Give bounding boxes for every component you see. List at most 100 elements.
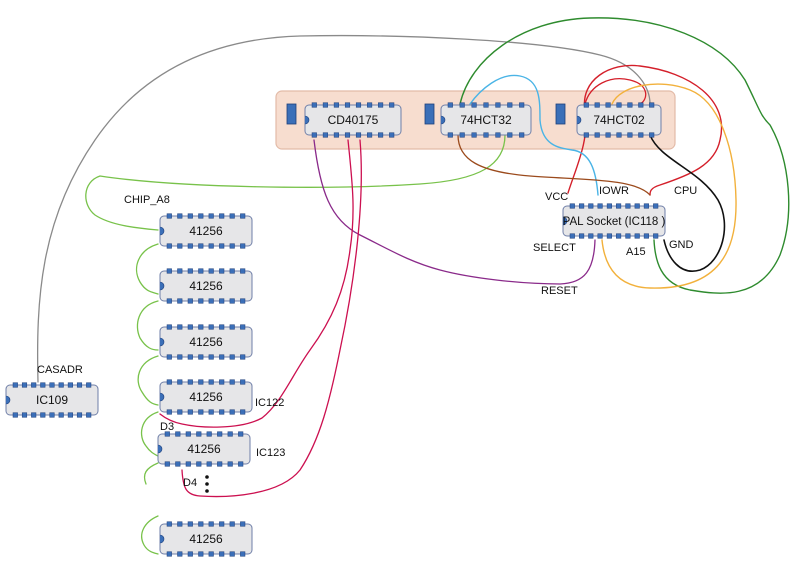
chip-41256-last-bottom-pin	[240, 551, 246, 557]
chip-41256-ic123-notch	[157, 444, 163, 454]
chip-41256-ic122-top-pin	[177, 379, 183, 385]
chip-41256-last-top-pin	[198, 521, 204, 527]
chip-74hct02-bottom-pin	[649, 132, 655, 138]
chip-41256-1-top-pin	[240, 213, 246, 219]
label-ic123: IC123	[256, 447, 285, 459]
chip-ic109-label: IC109	[36, 393, 68, 407]
chip-74hct02-top-pin	[605, 102, 611, 108]
chip-41256-ic122-bottom-pin	[229, 409, 235, 415]
chip-41256-ic123-bottom-pin	[164, 461, 170, 467]
chip-41256-last-label: 41256	[189, 532, 223, 546]
chip-41256-ic123-bottom-pin	[227, 461, 233, 467]
chip-74hct32-bottom-pin	[447, 132, 453, 138]
chip-74hct02: 74HCT02	[576, 102, 662, 138]
chip-74hct32-bottom-pin	[483, 132, 489, 138]
chip-41256-2-bottom-pin	[187, 298, 193, 304]
chip-41256-1-bottom-pin	[198, 243, 204, 249]
chip-pal-socket-bottom-pin	[606, 233, 612, 239]
chip-cd40175-top-pin	[367, 102, 373, 108]
chip-pal-socket-bottom-pin	[588, 233, 594, 239]
chip-41256-ic122-top-pin	[166, 379, 172, 385]
chip-41256-last-bottom-pin	[187, 551, 193, 557]
chip-74hct32-top-pin	[483, 102, 489, 108]
chip-41256-ic122-label: 41256	[189, 390, 223, 404]
chip-41256-1-top-pin	[177, 213, 183, 219]
chip-41256-2-bottom-pin	[208, 298, 214, 304]
chip-cd40175: CD40175	[304, 102, 402, 138]
chip-cd40175-top-pin	[322, 102, 328, 108]
chip-ic109-bottom-pin	[12, 412, 18, 418]
label-iowr: IOWR	[599, 185, 629, 197]
chip-41256-ic123-top-pin	[164, 431, 170, 437]
capacitor-c1	[286, 103, 297, 125]
chip-pal-socket: PAL Socket (IC118 )	[562, 203, 666, 239]
chip-74hct32-top-pin	[447, 102, 453, 108]
wire-ram-loop-3	[137, 355, 159, 406]
chip-41256-ic123-bottom-pin	[175, 461, 181, 467]
chip-41256-last-notch	[159, 534, 165, 544]
chip-41256-2-bottom-pin	[229, 298, 235, 304]
chip-74hct02-top-pin	[627, 102, 633, 108]
chip-cd40175-top-pin	[355, 102, 362, 108]
chip-ic109-top-pin	[67, 382, 73, 388]
chip-41256-1-bottom-pin	[166, 243, 172, 249]
chip-41256-1-bottom-pin	[229, 243, 235, 249]
chip-ic109-top-pin	[58, 382, 64, 388]
chip-74hct32-notch	[440, 115, 446, 125]
wire-ram-loop-4	[140, 411, 159, 457]
chip-41256-2-bottom-pin	[219, 298, 225, 304]
chip-41256-2-top-pin	[166, 268, 172, 274]
chip-pal-socket-bottom-pin	[616, 233, 622, 239]
chip-41256-ic123-bottom-pin	[185, 461, 191, 467]
chip-41256-2-bottom-pin	[198, 298, 204, 304]
chip-41256-3-top-pin	[208, 324, 214, 330]
chip-41256-last-bottom-pin	[198, 551, 204, 557]
chip-41256-last-bottom-pin	[177, 551, 183, 557]
chip-41256-2-label: 41256	[189, 279, 223, 293]
chip-41256-3-bottom-pin	[219, 354, 225, 360]
wire-ram-loop-2	[136, 300, 159, 351]
chip-cd40175-bottom-pin	[344, 132, 351, 138]
chip-ic109-bottom-pin	[67, 412, 73, 418]
chip-74hct02-bottom-pin	[605, 132, 611, 138]
chip-41256-ic123-top-pin	[238, 431, 244, 437]
chip-41256-last-top-pin	[219, 521, 225, 527]
chip-74hct32-bottom-pin	[459, 132, 465, 138]
chip-ic109-top-pin	[40, 382, 46, 388]
chip-41256-3-bottom-pin	[177, 354, 183, 360]
chip-41256-2-top-pin	[208, 268, 214, 274]
chip-41256-ic123-label: 41256	[187, 442, 221, 456]
chip-ic109: IC109	[5, 382, 99, 418]
chip-74hct02-top-pin	[583, 102, 589, 108]
chip-41256-3-top-pin	[240, 324, 246, 330]
label-a15: A15	[626, 246, 646, 258]
chip-41256-ic122-bottom-pin	[219, 409, 225, 415]
chip-41256-ic122: 41256	[159, 379, 253, 415]
chip-cd40175-top-pin	[378, 102, 384, 108]
chip-41256-1-top-pin	[166, 213, 172, 219]
chip-41256-last-top-pin	[166, 521, 172, 527]
chip-ic109-bottom-pin	[58, 412, 64, 418]
chip-pal-socket-label: PAL Socket (IC118 )	[563, 216, 666, 228]
chip-41256-last-top-pin	[187, 521, 193, 527]
chip-41256-3-top-pin	[166, 324, 172, 330]
capacitor-c2	[424, 103, 435, 125]
chip-74hct32-top-pin	[471, 102, 477, 108]
chip-74hct02-top-pin	[649, 102, 655, 108]
wire-d4	[181, 139, 362, 498]
chip-74hct02-label: 74HCT02	[593, 113, 645, 127]
chip-ic109-bottom-pin	[40, 412, 46, 418]
chip-41256-last-bottom-pin	[229, 551, 235, 557]
chip-74hct32-top-pin	[459, 102, 465, 108]
chip-ic109-top-pin	[12, 382, 18, 388]
chip-ic109-bottom-pin	[21, 412, 28, 418]
chip-41256-ic122-bottom-pin	[208, 409, 214, 415]
chip-41256-1-top-pin	[208, 213, 214, 219]
chip-pal-socket-top-pin	[625, 203, 631, 209]
chip-ic109-bottom-pin	[49, 412, 55, 418]
chip-41256-ic123-top-pin	[206, 431, 212, 437]
chip-ic109-notch	[5, 395, 11, 405]
chip-pal-socket-top-pin	[606, 203, 612, 209]
chip-cd40175-notch	[304, 115, 310, 125]
chip-cd40175-top-pin	[311, 102, 317, 108]
